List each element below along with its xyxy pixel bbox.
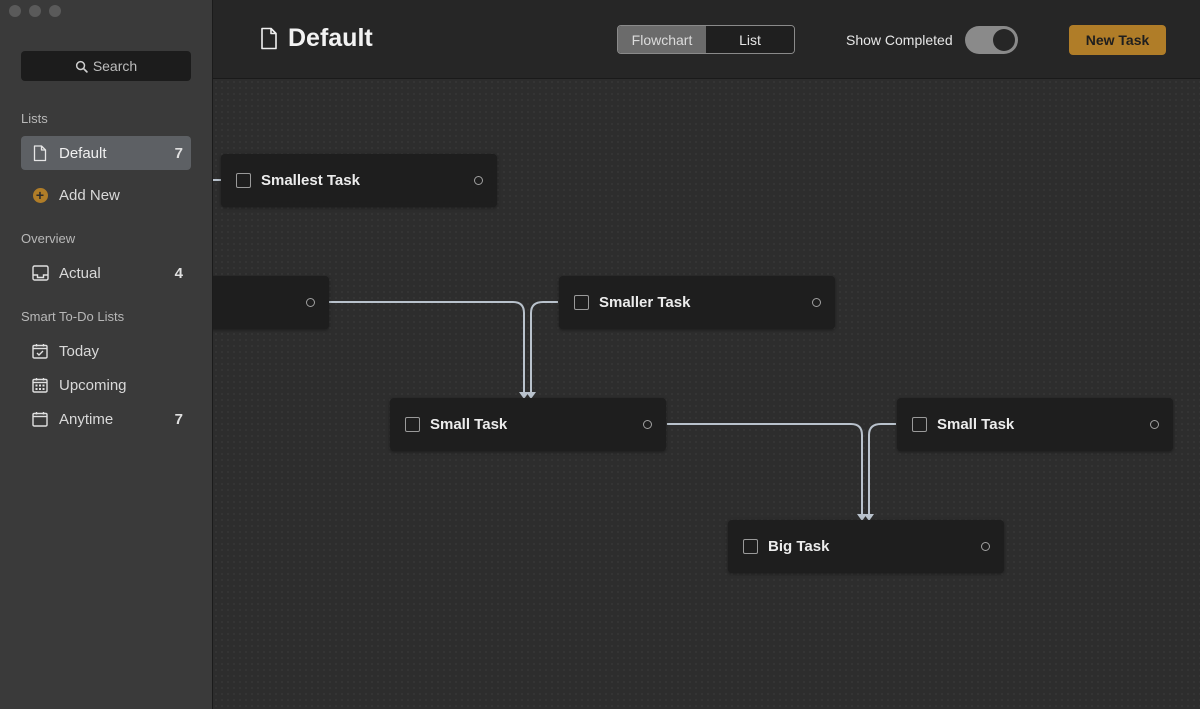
task-label: Smallest Task bbox=[261, 172, 360, 189]
page-title-group: Default bbox=[260, 24, 373, 53]
arrow-head bbox=[864, 514, 874, 521]
sidebar: Search Lists Default 7 + Add New Overvie… bbox=[0, 0, 213, 709]
sidebar-item-label: Actual bbox=[59, 264, 101, 282]
section-label-smart: Smart To-Do Lists bbox=[21, 309, 125, 324]
task-label: Big Task bbox=[768, 538, 830, 555]
search-label: Search bbox=[92, 58, 138, 74]
task-node-big[interactable]: Big Task bbox=[728, 520, 1004, 573]
task-checkbox[interactable] bbox=[405, 417, 420, 432]
connector-port[interactable] bbox=[1150, 420, 1159, 429]
task-node-small-2[interactable]: Small Task bbox=[897, 398, 1173, 451]
arrow-head bbox=[526, 392, 536, 399]
task-checkbox[interactable] bbox=[912, 417, 927, 432]
sidebar-item-count: 7 bbox=[174, 410, 183, 428]
close-window-button[interactable] bbox=[9, 5, 21, 17]
task-label: Small Task bbox=[937, 416, 1015, 433]
document-icon bbox=[31, 144, 49, 162]
tab-list[interactable]: List bbox=[706, 26, 794, 53]
sidebar-item-upcoming[interactable]: Upcoming bbox=[21, 368, 191, 402]
view-switcher: Flowchart List bbox=[617, 25, 795, 54]
task-node-smaller[interactable]: Smaller Task bbox=[559, 276, 835, 329]
task-checkbox[interactable] bbox=[743, 539, 758, 554]
task-checkbox[interactable] bbox=[236, 173, 251, 188]
task-label: Small Task bbox=[430, 416, 508, 433]
calendar-grid-icon bbox=[31, 376, 49, 394]
inbox-icon bbox=[31, 264, 49, 282]
toggle-knob bbox=[993, 29, 1015, 51]
arrow-head bbox=[857, 514, 867, 521]
link-small2-to-big bbox=[868, 423, 896, 519]
connector-port[interactable] bbox=[981, 542, 990, 551]
add-new-list-button[interactable]: + Add New bbox=[21, 178, 191, 212]
flowchart-canvas[interactable]: Smallest Task Smaller Task Small Task Sm… bbox=[213, 79, 1200, 709]
link-partial-to-small bbox=[329, 301, 525, 397]
task-node-small-1[interactable]: Small Task bbox=[390, 398, 666, 451]
search-icon bbox=[75, 60, 88, 73]
add-new-label: Add New bbox=[59, 186, 120, 204]
document-icon bbox=[261, 27, 277, 50]
search-button[interactable]: Search bbox=[21, 51, 191, 81]
sidebar-item-label: Upcoming bbox=[59, 376, 127, 394]
calendar-icon bbox=[31, 410, 49, 428]
show-completed-label: Show Completed bbox=[846, 32, 953, 48]
new-task-button[interactable]: New Task bbox=[1069, 25, 1166, 55]
flowchart-links bbox=[213, 179, 896, 521]
minimize-window-button[interactable] bbox=[29, 5, 41, 17]
arrow-head bbox=[519, 392, 529, 399]
task-checkbox[interactable] bbox=[574, 295, 589, 310]
sidebar-item-count: 7 bbox=[174, 144, 183, 162]
zoom-window-button[interactable] bbox=[49, 5, 61, 17]
add-icon: + bbox=[31, 186, 49, 204]
calendar-check-icon bbox=[31, 342, 49, 360]
sidebar-item-actual[interactable]: Actual 4 bbox=[21, 256, 191, 290]
section-label-overview: Overview bbox=[21, 231, 76, 246]
sidebar-item-anytime[interactable]: Anytime 7 bbox=[21, 402, 191, 436]
window-controls bbox=[9, 5, 61, 17]
sidebar-item-label: Default bbox=[59, 144, 107, 162]
connector-port[interactable] bbox=[643, 420, 652, 429]
sidebar-item-default[interactable]: Default 7 bbox=[21, 136, 191, 170]
task-label: Smaller Task bbox=[599, 294, 691, 311]
toolbar: Default Flowchart List Show Completed Ne… bbox=[213, 0, 1200, 79]
sidebar-item-today[interactable]: Today bbox=[21, 334, 191, 368]
connector-port[interactable] bbox=[812, 298, 821, 307]
link-small1-to-big bbox=[667, 423, 863, 519]
section-label-lists: Lists bbox=[21, 111, 48, 126]
page-title: Default bbox=[288, 24, 373, 52]
task-node-smallest[interactable]: Smallest Task bbox=[221, 154, 497, 207]
tab-flowchart[interactable]: Flowchart bbox=[618, 26, 706, 53]
sidebar-item-count: 4 bbox=[174, 264, 183, 282]
connector-port[interactable] bbox=[474, 176, 483, 185]
show-completed-toggle[interactable] bbox=[965, 26, 1018, 54]
link-smaller-to-small bbox=[530, 301, 558, 397]
task-node-partial[interactable] bbox=[213, 276, 329, 329]
sidebar-item-label: Today bbox=[59, 342, 100, 360]
sidebar-item-label: Anytime bbox=[59, 410, 114, 428]
connector-port[interactable] bbox=[306, 298, 315, 307]
